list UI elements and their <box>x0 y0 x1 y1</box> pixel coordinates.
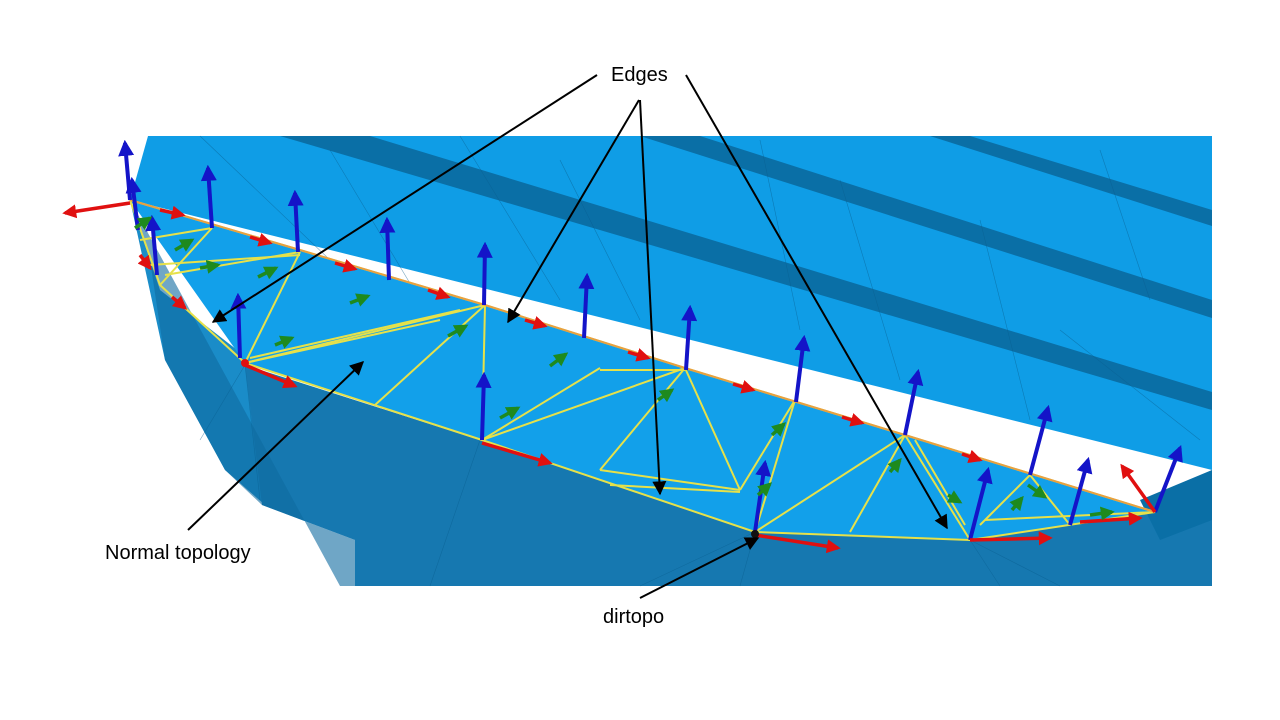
normal-arrow <box>379 216 396 281</box>
tangent-arrow <box>427 286 451 300</box>
dirtopo-vertex <box>241 359 249 367</box>
edge-arrow <box>548 352 569 368</box>
callouts <box>187 74 948 599</box>
normal-arrow <box>200 164 217 229</box>
normal-arrow <box>118 139 135 201</box>
tangent-arrow <box>137 253 152 271</box>
edge-arrow <box>174 238 195 252</box>
tangent-arrow <box>249 233 273 247</box>
callout-normal-topology <box>187 361 365 531</box>
tangent-arrow <box>1120 463 1157 514</box>
edge-arrow <box>447 324 469 338</box>
normal-arrow <box>1153 445 1183 513</box>
edge-arrow <box>199 259 221 274</box>
tangent-arrow <box>334 259 358 273</box>
edge-arrow <box>349 293 371 307</box>
normal-arrow <box>475 371 492 441</box>
callout-edges-3 <box>639 99 667 496</box>
callout-edges-2 <box>507 99 640 324</box>
edge-arrow <box>499 406 521 420</box>
normal-arrow <box>753 459 772 533</box>
edge-arrow <box>257 266 279 280</box>
dirtopo-vertex <box>751 530 759 538</box>
mesh-body <box>130 135 1212 587</box>
edge-arrow <box>1009 495 1024 512</box>
tangent-arrow <box>159 205 186 220</box>
edge-arrow <box>946 490 963 504</box>
groove-1 <box>280 136 1212 410</box>
normal-arrow <box>287 189 304 253</box>
tangent-arrow <box>732 380 756 394</box>
normal-arrow <box>968 466 993 541</box>
edge-arrows <box>134 216 1115 521</box>
tangent-arrow <box>627 348 651 362</box>
dirtopo-label: dirtopo <box>603 606 665 628</box>
mesh-side-lower <box>130 200 355 586</box>
mesh-side-front <box>245 365 1212 586</box>
normal-arrow <box>1068 456 1093 526</box>
tangent-arrow <box>841 413 865 427</box>
normal-arrow <box>476 241 493 306</box>
edge-arrow <box>134 216 153 231</box>
tangent-arrow <box>170 295 188 310</box>
edge-arrow <box>656 388 675 403</box>
normal-arrow <box>145 214 162 276</box>
tangent-arrow <box>961 449 983 464</box>
edge-arrow <box>1026 483 1048 499</box>
tangent-arrow <box>524 316 548 330</box>
edge-arrow <box>770 422 787 437</box>
normal-topology-label: Normal topology <box>105 542 251 564</box>
groove-3 <box>930 136 1212 226</box>
normal-arrow <box>1028 404 1053 476</box>
normal-arrow <box>794 334 811 403</box>
callout-dirtopo <box>639 537 760 599</box>
normal-arrow <box>903 368 924 436</box>
callout-edges-4 <box>685 74 948 530</box>
edges-label: Edges <box>611 64 668 86</box>
callout-edges-1 <box>211 74 598 323</box>
groove-4 <box>1140 470 1212 540</box>
edge-arrow <box>1089 506 1115 521</box>
normal-arrow <box>681 304 698 371</box>
groove-2 <box>640 136 1212 318</box>
tangent-arrow <box>244 363 298 389</box>
tangent-arrow <box>754 533 841 554</box>
edge-arrow <box>756 482 773 497</box>
tangent-arrow <box>969 531 1053 546</box>
edge-arrow <box>887 457 902 474</box>
normal-arrow <box>578 272 595 339</box>
tangent-arrow <box>62 201 131 219</box>
edge-arrow <box>274 335 295 349</box>
tangent-arrow <box>481 441 553 467</box>
